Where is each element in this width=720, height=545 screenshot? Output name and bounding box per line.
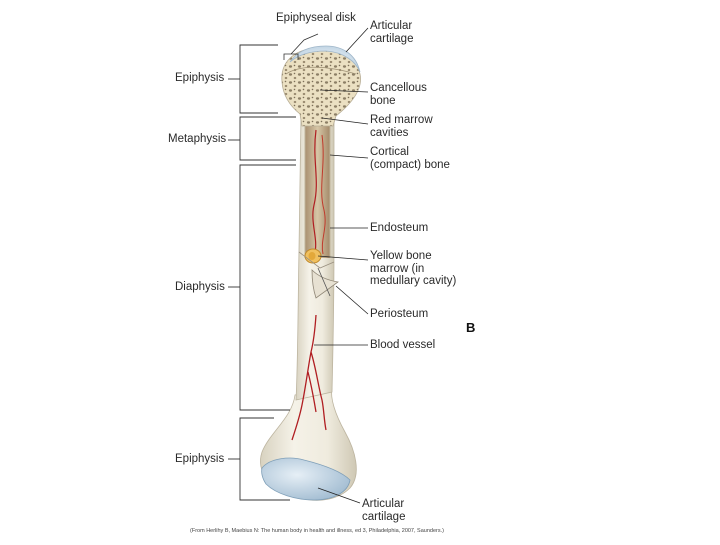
- figure-credit: (From Herlihy B, Maebius N: The human bo…: [190, 528, 444, 534]
- epiphyseal-disk-line: [285, 66, 357, 75]
- leader-lines: [314, 27, 369, 504]
- label-red-marrow-cavities: Red marrow cavities: [370, 114, 433, 139]
- articular-cartilage-bottom: [261, 457, 351, 501]
- label-diaphysis: Diaphysis: [175, 281, 225, 293]
- region-brackets: [228, 44, 296, 501]
- label-epiphysis-top: Epiphysis: [175, 72, 225, 84]
- blood-vessel: [291, 314, 327, 441]
- label-metaphysis: Metaphysis: [168, 133, 227, 145]
- label-articular-cartilage-bottom: Articular cartilage: [362, 498, 406, 523]
- label-periosteum: Periosteum: [370, 308, 429, 320]
- label-cortical-bone: Cortical (compact) bone: [370, 146, 450, 171]
- panel-letter: B: [466, 320, 476, 335]
- medullary-cavity: [305, 120, 330, 258]
- label-cancellous-bone: Cancellous bone: [370, 82, 427, 107]
- articular-cartilage-top: [289, 45, 361, 73]
- label-blood-vessel: Blood vessel: [370, 339, 436, 351]
- label-epiphyseal-disk: Epiphyseal disk: [276, 12, 356, 24]
- label-endosteum: Endosteum: [370, 222, 429, 234]
- epiphyseal-disk-bracket: [283, 33, 319, 60]
- label-epiphysis-bottom: Epiphysis: [175, 453, 225, 465]
- red-marrow-strands: [312, 129, 317, 253]
- label-articular-cartilage-top: Articular cartilage: [370, 20, 414, 45]
- label-yellow-bone-marrow: Yellow bone marrow (in medullary cavity): [370, 250, 457, 287]
